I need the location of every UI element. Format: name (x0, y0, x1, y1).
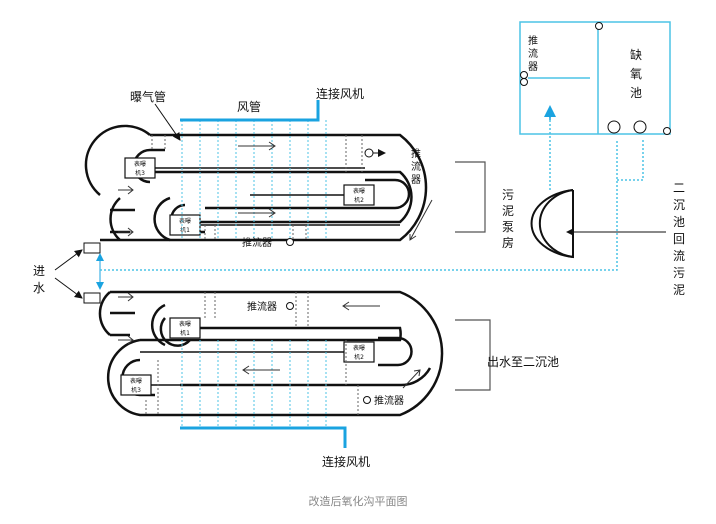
propeller-top-right-3: 器 (411, 174, 421, 186)
return-sludge-label-6: 污 (673, 266, 685, 280)
aerator-top-3-l2: 机3 (135, 169, 145, 177)
inflow-label-2: 水 (33, 281, 45, 295)
pump-house-label-2: 泥 (502, 204, 514, 218)
pump-icon (633, 120, 647, 134)
pump-icon (607, 120, 621, 134)
outflow-label: 出水至二沉池 (487, 355, 559, 369)
aerator-top-1-l2: 机1 (180, 226, 190, 234)
aerator-bottom-1-l2: 机1 (180, 329, 190, 337)
connect-blower-bottom-label: 连接风机 (322, 454, 370, 469)
pump-house-label-4: 房 (502, 235, 514, 250)
anoxic-propeller-3: 器 (528, 61, 538, 73)
bottom-aeration-pipes (181, 340, 327, 428)
anoxic-propeller-2: 流 (528, 47, 538, 60)
aerator-bottom-2-l2: 机2 (354, 353, 364, 361)
propeller-bottom-middle-label: 推流器 (247, 300, 277, 313)
aerator-bottom-3-l2: 机3 (131, 386, 141, 394)
top-outer-left-wall (84, 124, 151, 196)
pump-house-label-3: 泵 (502, 220, 514, 234)
top-air-duct (180, 100, 320, 122)
anoxic-label-1: 缺 (630, 47, 642, 62)
propeller-top-right-2: 流 (411, 160, 421, 173)
top-inlet-bend (109, 197, 121, 241)
bottom-ditch (98, 290, 444, 417)
sludge-return-lines (100, 116, 644, 271)
top-inner-bend (153, 196, 171, 242)
propeller-bottom-right-label: 推流器 (374, 394, 404, 407)
figure-caption: 改造后氧化沟平面图 (308, 495, 408, 508)
aerator-bottom-2-l1: 表曝 (353, 344, 365, 352)
top-aerators (124, 157, 375, 236)
anoxic-propeller-1: 推 (528, 34, 538, 47)
air-duct-label: 风管 (237, 99, 261, 114)
anoxic-label-2: 氧 (630, 67, 642, 81)
aerator-top-2-l2: 机2 (354, 196, 364, 204)
anoxic-tank (519, 21, 671, 135)
top-aeration-pipes (181, 120, 327, 240)
top-mid-wall (150, 170, 413, 224)
return-sludge-label-5: 流 (673, 249, 685, 263)
pump-house-label-1: 污 (502, 188, 514, 202)
aerator-top-1-l1: 表曝 (179, 217, 191, 225)
aerator-top-2-l1: 表曝 (353, 187, 365, 195)
top-outer-wall (100, 133, 428, 242)
return-sludge-label-2: 沉 (673, 198, 685, 212)
aerator-top-3-l1: 表曝 (134, 160, 146, 168)
propeller-top-right-1: 推 (411, 147, 421, 160)
aeration-pipe-label: 曝气管 (130, 89, 166, 104)
return-sludge-label-1: 二 (673, 181, 685, 195)
connect-blower-top-label: 连接风机 (316, 86, 364, 101)
aerator-bottom-1-l1: 表曝 (179, 320, 191, 328)
return-sludge-label-4: 回 (673, 232, 685, 246)
top-ditch (84, 124, 428, 242)
top-inner-right-loop (205, 178, 411, 210)
return-sludge-label-3: 池 (673, 215, 685, 229)
anoxic-label-3: 池 (630, 86, 642, 100)
sludge-pump-house (530, 189, 574, 259)
propeller-top-middle-label: 推流器 (242, 236, 272, 249)
bottom-air-duct (180, 426, 347, 448)
return-sludge-label-7: 泥 (673, 283, 685, 297)
inflow-label-1: 进 (33, 264, 45, 278)
bottom-outer-wall (106, 290, 444, 417)
aerator-bottom-3-l1: 表曝 (130, 377, 142, 385)
